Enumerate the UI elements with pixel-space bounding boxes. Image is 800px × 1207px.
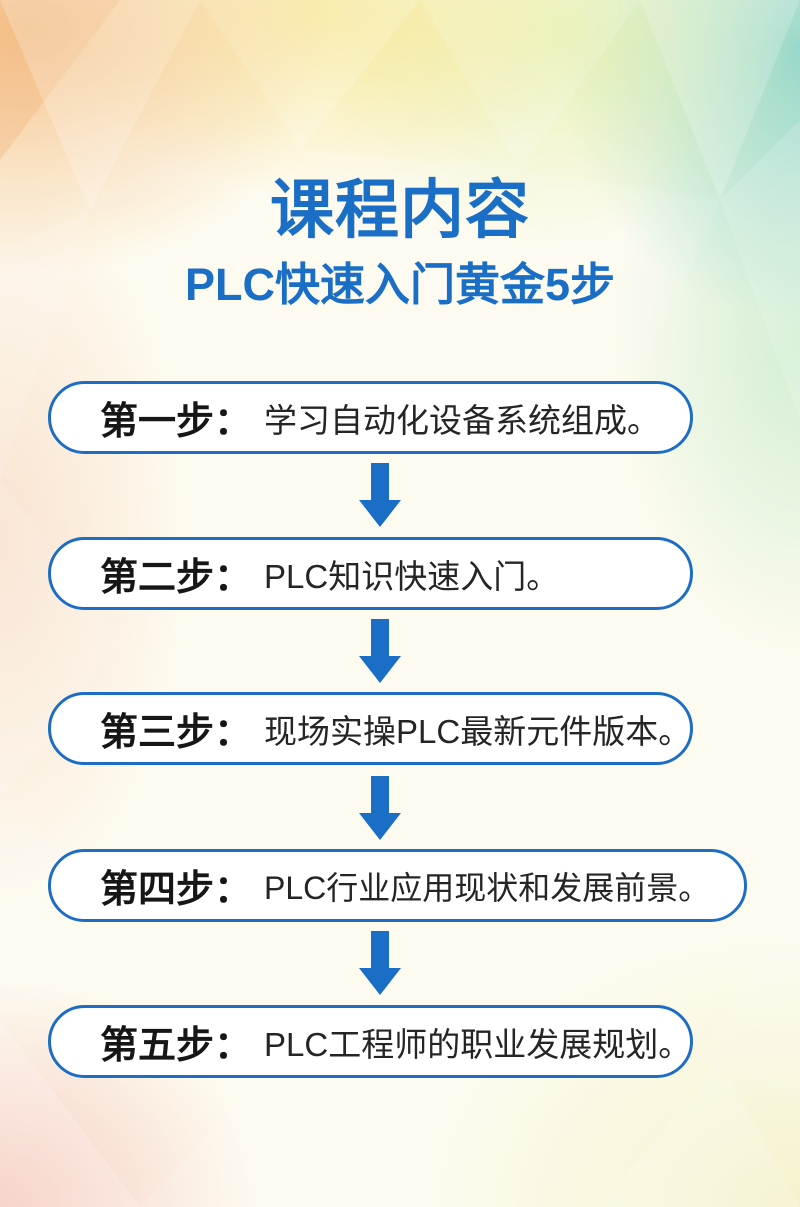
step-label: 第一步： [100, 401, 253, 443]
step-box-3: 第三步： 现场实操PLC最新元件版本。 [48, 692, 693, 765]
background-facet [700, 900, 800, 1100]
arrow-down-icon [359, 776, 401, 840]
step-label: 第三步： [100, 712, 253, 754]
background-facet [0, 210, 90, 480]
background-facet [0, 0, 120, 160]
arrow-down-icon [359, 619, 401, 683]
background-facet [420, 0, 640, 170]
step-box-1: 第一步： 学习自动化设备系统组成。 [48, 381, 693, 454]
background-facet [200, 0, 420, 150]
step-label: 第五步： [100, 1025, 253, 1067]
background-facet [0, 0, 200, 210]
background-facet [520, 170, 720, 380]
step-description: PLC工程师的职业发展规划。 [264, 1025, 692, 1063]
arrow-down-icon [359, 463, 401, 527]
background-facet [640, 0, 800, 200]
step-description: 现场实操PLC最新元件版本。 [264, 712, 692, 750]
background-facet [600, 1060, 800, 1207]
step-description: PLC知识快速入门。 [264, 557, 560, 595]
background-facet [720, 120, 800, 420]
step-box-4: 第四步： PLC行业应用现状和发展前景。 [48, 849, 747, 922]
background-facet [90, 0, 300, 210]
arrow-down-icon [359, 931, 401, 995]
step-description: 学习自动化设备系统组成。 [264, 401, 661, 439]
step-box-5: 第五步： PLC工程师的职业发展规划。 [48, 1005, 693, 1078]
page-title: 课程内容 [270, 174, 530, 246]
background-facet [140, 1080, 380, 1207]
step-label: 第二步： [100, 557, 253, 599]
background-facet [0, 480, 120, 800]
step-box-2: 第二步： PLC知识快速入门。 [48, 537, 693, 610]
step-description: PLC行业应用现状和发展前景。 [264, 869, 711, 906]
background-facet [0, 1020, 140, 1207]
page-subtitle: PLC快速入门黄金5步 [184, 259, 616, 310]
background-facet [300, 150, 520, 330]
step-label: 第四步： [100, 869, 253, 911]
